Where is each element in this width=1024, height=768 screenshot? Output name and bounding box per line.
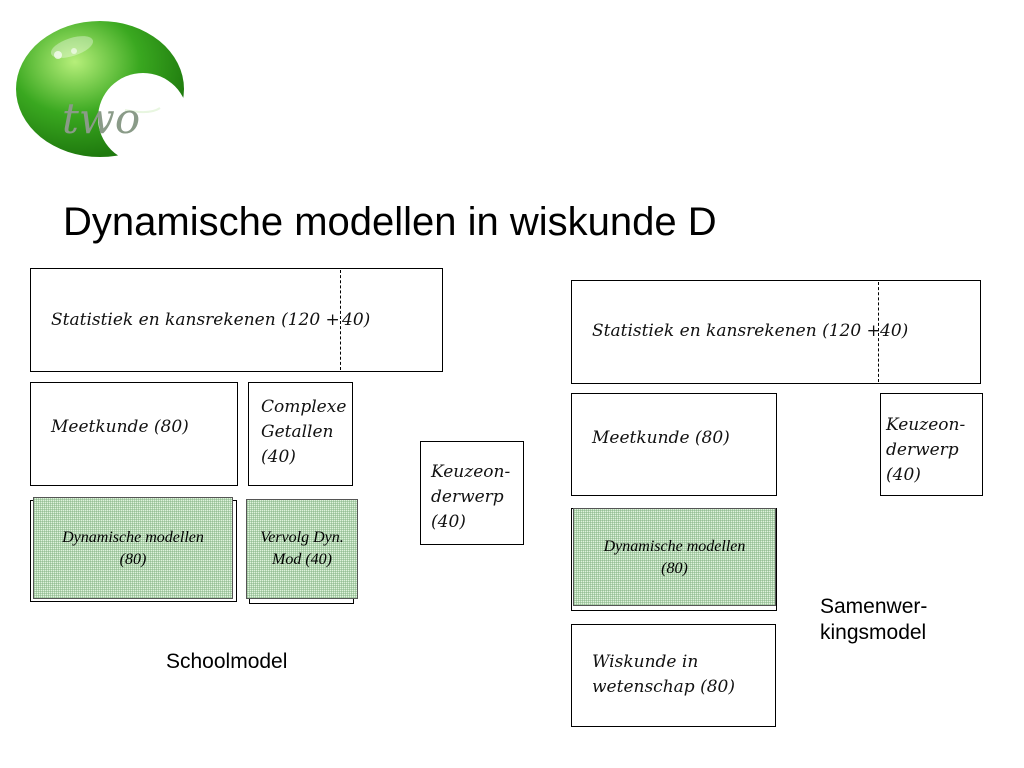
samen-wiskunde-box — [571, 624, 776, 727]
samen-dynamische-box — [573, 508, 776, 606]
samen-meetkunde-box — [571, 393, 777, 496]
school-statistiek-label: Statistiek en kansrekenen (120 + — [51, 310, 340, 330]
logo-text: two — [62, 94, 140, 143]
school-statistiek-extra: 40) — [342, 310, 371, 330]
school-vervolg-box — [246, 499, 358, 599]
samen-meetkunde-label: Meetkunde (80) — [592, 428, 730, 448]
school-dynamische-box — [33, 497, 233, 599]
samen-statistiek-label: Statistiek en kansrekenen (120 + — [592, 321, 881, 341]
logo: two — [10, 15, 190, 165]
school-meetkunde-label: Meetkunde (80) — [51, 417, 189, 437]
samen-wiskunde-label: Wiskunde in wetenschap (80) — [592, 652, 735, 697]
samen-caption: Samenwer- kingsmodel — [820, 595, 928, 644]
samen-statistiek-box — [571, 280, 981, 384]
school-keuze-label: Keuzeon- derwerp (40) — [431, 462, 511, 532]
page-title: Dynamische modellen in wiskunde D — [63, 200, 717, 244]
school-keuze-box — [420, 441, 524, 545]
samen-statistiek-extra: 40) — [880, 321, 909, 341]
school-complexe-box — [248, 382, 353, 486]
school-caption: Schoolmodel — [166, 650, 288, 673]
school-statistiek-box — [30, 268, 443, 372]
samen-keuze-box — [880, 393, 983, 496]
school-statistiek-divider — [340, 270, 341, 370]
samen-dynamische-label: Dynamische modellen (80) — [603, 538, 746, 577]
school-complexe-label: Complexe Getallen (40) — [261, 397, 347, 467]
samen-keuze-label: Keuzeon- derwerp (40) — [886, 415, 966, 485]
school-vervolg-label: Vervolg Dyn. Mod (40) — [260, 529, 344, 568]
school-dynamische-label: Dynamische modellen (80) — [62, 529, 204, 568]
samen-statistiek-divider — [878, 282, 879, 382]
school-meetkunde-box — [30, 382, 238, 486]
logo-icon: two — [16, 21, 184, 157]
